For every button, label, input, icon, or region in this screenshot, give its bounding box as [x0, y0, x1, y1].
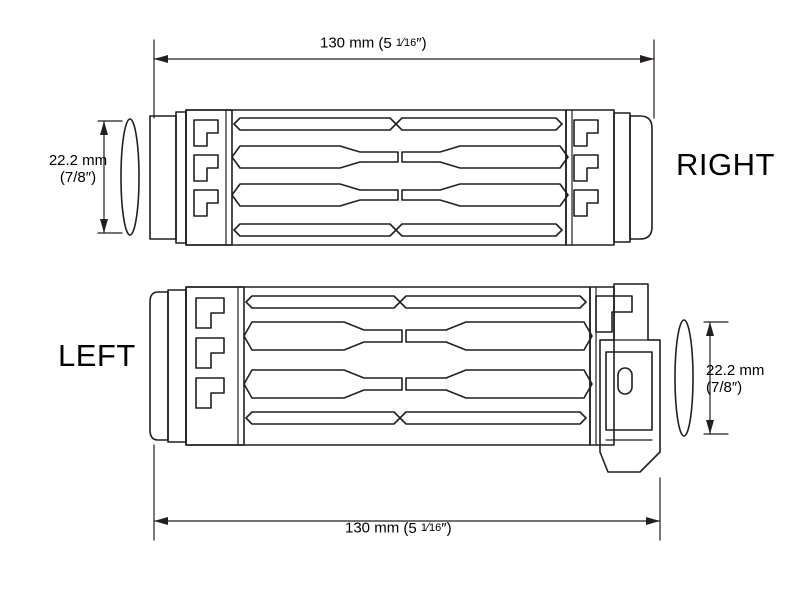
- left-side-label: LEFT: [58, 338, 136, 373]
- bottom-left-flange-notch-3: [195, 377, 225, 409]
- top-left-endcap: [149, 115, 177, 240]
- bottom-left-flange: [185, 286, 245, 446]
- top-right-flange-notch-1: [573, 119, 599, 147]
- bottom-diameter-imperial: (7/8″): [706, 379, 743, 396]
- top-length-imperial: (5 1⁄16″): [378, 34, 427, 52]
- bottom-diameter-dimension-label: 22.2 mm (7/8″): [706, 362, 798, 396]
- bottom-grip-assembly: [149, 283, 729, 541]
- bottom-diameter-dimension-line: [703, 321, 729, 435]
- bottom-length-fraction: 1⁄16: [420, 520, 442, 534]
- bottom-length-dimension-line: [153, 517, 661, 525]
- right-side-label: RIGHT: [676, 147, 775, 182]
- top-grip-assembly: [97, 39, 655, 246]
- top-diameter-metric: 22.2 mm: [48, 152, 108, 169]
- top-diameter-ellipse: [120, 118, 140, 236]
- top-length-witness-lines: [153, 39, 655, 119]
- bottom-right-flange: [589, 286, 615, 446]
- bottom-switch-housing-panel: [605, 351, 653, 431]
- top-left-flange-notch-2: [193, 154, 219, 182]
- top-right-flange-notch-2: [573, 154, 599, 182]
- top-length-metric: 130 mm: [320, 34, 375, 52]
- top-diameter-dimension-label: 22.2 mm (7/8″): [32, 152, 124, 186]
- top-center-tread-pattern: [231, 117, 569, 237]
- top-right-end-round: [629, 115, 653, 240]
- top-left-flange-notch-3: [193, 189, 219, 217]
- bottom-length-dimension-label: 130 mm (5 1⁄16″): [345, 519, 452, 537]
- bottom-center-tread-pattern: [243, 295, 593, 425]
- top-left-collar-ring: [175, 111, 187, 244]
- top-length-dimension-line: [153, 55, 655, 63]
- top-diameter-dimension-line: [97, 120, 123, 234]
- top-length-fraction: 1⁄16: [395, 35, 417, 49]
- bottom-length-metric: 130 mm: [345, 519, 400, 537]
- top-right-flange: [565, 109, 615, 246]
- bottom-diameter-ellipse: [674, 319, 694, 437]
- bottom-left-endcap: [167, 289, 187, 443]
- top-right-endcap: [613, 112, 631, 243]
- bottom-grip-body: [185, 286, 591, 446]
- top-diameter-imperial: (7/8″): [59, 169, 97, 186]
- bottom-switch-button: [617, 367, 633, 395]
- bottom-length-imperial: (5 1⁄16″): [403, 519, 452, 537]
- bottom-diameter-metric: 22.2 mm: [706, 362, 765, 379]
- top-length-dimension-label: 130 mm (5 1⁄16″): [320, 34, 427, 52]
- top-left-flange: [185, 109, 233, 246]
- bottom-left-flange-notch-1: [195, 297, 225, 329]
- bottom-length-witness-lines: [153, 444, 661, 541]
- top-left-flange-notch-1: [193, 119, 219, 147]
- bottom-left-flange-notch-2: [195, 337, 225, 369]
- bottom-left-end-round: [149, 291, 169, 441]
- top-right-flange-notch-3: [573, 189, 599, 217]
